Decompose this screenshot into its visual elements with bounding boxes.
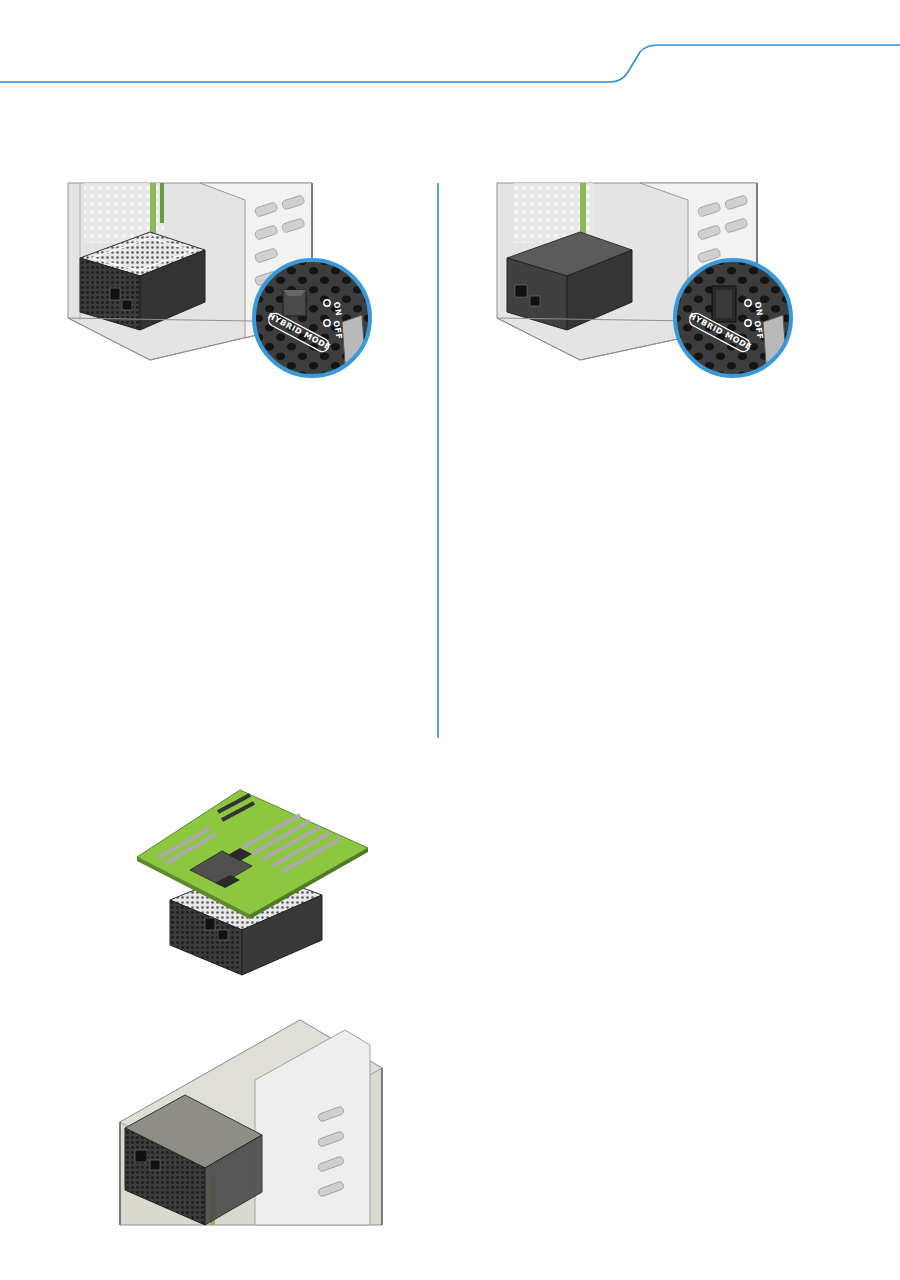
switch-mode-label: HYBRID MODE [687,312,752,352]
switch-state-label: ON [753,301,763,317]
switch-mode-label: HYBRID MODE [266,312,331,352]
column-separator [437,183,439,738]
switch-state-label: ON [332,301,342,317]
case-illustration [120,1020,382,1225]
switch-inset [254,260,370,378]
header-rule [0,45,900,82]
switch-state-label: OFF [331,320,342,340]
switch-state-label: OFF [752,320,763,340]
psu-motherboard-illustration [137,790,368,975]
switch-inset [675,260,791,378]
